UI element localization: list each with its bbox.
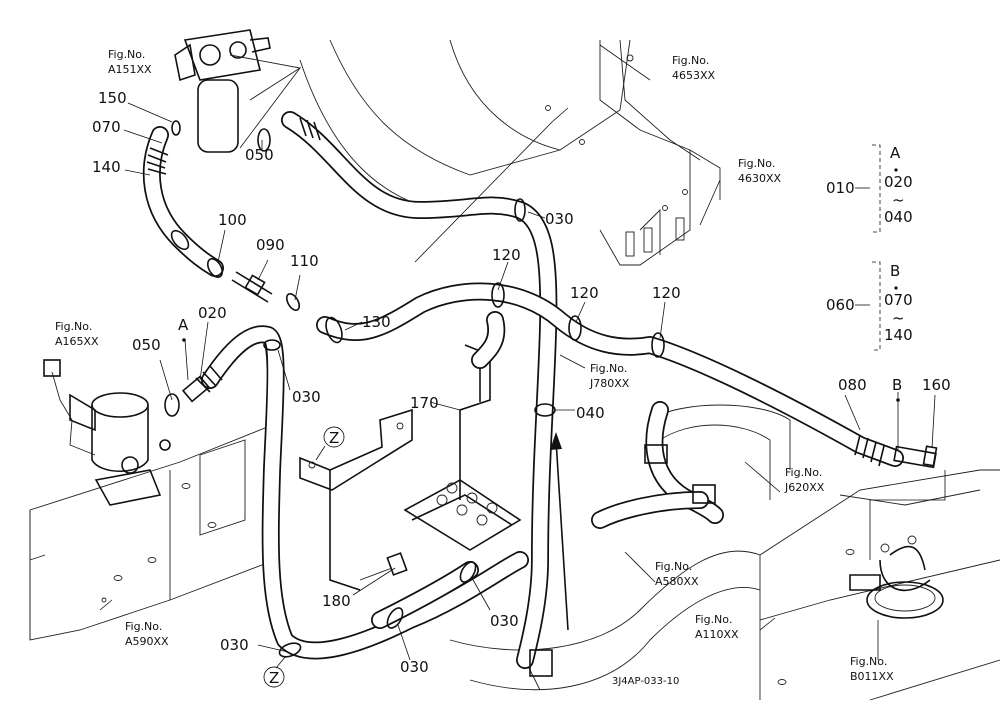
group-a-letter: A xyxy=(890,144,901,162)
callout-B-dot xyxy=(896,398,900,402)
machine-structure xyxy=(29,39,1000,701)
fig-ref-a580-line1: Fig.No. xyxy=(655,560,692,573)
fig-ref-a165-line1: Fig.No. xyxy=(55,320,92,333)
z-marker-upper-label: Z xyxy=(329,429,339,447)
water-separator xyxy=(43,359,171,506)
callout-120-left: 120 xyxy=(492,246,521,264)
callout-030-bottom: 030 xyxy=(400,658,429,676)
callout-110: 110 xyxy=(290,252,319,270)
callout-100: 100 xyxy=(218,211,247,229)
callout-180: 180 xyxy=(322,592,351,610)
callout-140: 140 xyxy=(92,158,121,176)
fig-ref-a110-line2: A110XX xyxy=(695,628,739,641)
fig-ref-a590-line1: Fig.No. xyxy=(125,620,162,633)
fig-ref-4653-line1: Fig.No. xyxy=(672,54,709,67)
callout-030-upper: 030 xyxy=(545,210,574,228)
fig-ref-j620-line2: J620XX xyxy=(784,481,825,494)
flow-arrow xyxy=(550,432,569,631)
callout-090: 090 xyxy=(256,236,285,254)
callout-labels: 150 070 140 050 100 090 110 130 030 120 … xyxy=(92,89,951,676)
fig-ref-a590-line2: A590XX xyxy=(125,635,169,648)
fig-ref-a580-line2: A580XX xyxy=(655,575,699,588)
fig-ref-4653-line2: 4653XX xyxy=(672,69,716,82)
group-a-to: 040 xyxy=(884,208,913,226)
figure-references: Fig.No. A151XX Fig.No. 4653XX Fig.No. 46… xyxy=(55,48,894,683)
callout-020: 020 xyxy=(198,304,227,322)
sheet-code: 3J4AP-033-10 xyxy=(612,676,679,687)
callout-B: B xyxy=(892,376,902,394)
group-b-letter: B xyxy=(890,262,900,280)
fig-ref-a151-line2: A151XX xyxy=(108,63,152,76)
z-markers: Z Z xyxy=(263,426,345,688)
fig-ref-b011-line2: B011XX xyxy=(850,670,894,683)
callout-170: 170 xyxy=(410,394,439,412)
group-a-dot xyxy=(894,168,898,172)
group-b-from: 070 xyxy=(884,291,913,309)
fig-ref-4630-line1: Fig.No. xyxy=(738,157,775,170)
group-b-dot xyxy=(894,286,898,290)
sender-unit xyxy=(849,535,944,619)
callout-A: A xyxy=(178,316,189,334)
callout-120-middle: 120 xyxy=(570,284,599,302)
callout-130: 130 xyxy=(362,313,391,331)
fig-ref-a110-line1: Fig.No. xyxy=(695,613,732,626)
fig-ref-4630-line2: 4630XX xyxy=(738,172,782,185)
callout-040: 040 xyxy=(576,404,605,422)
fig-ref-a151-line1: Fig.No. xyxy=(108,48,145,61)
fig-ref-j620-line1: Fig.No. xyxy=(785,466,822,479)
clamps-and-fittings xyxy=(146,117,938,677)
bracket-170 xyxy=(299,344,522,591)
hoses xyxy=(142,111,904,669)
callout-080: 080 xyxy=(838,376,867,394)
fig-ref-j780-line1: Fig.No. xyxy=(590,362,627,375)
callout-160: 160 xyxy=(922,376,951,394)
callout-030-left: 030 xyxy=(292,388,321,406)
callout-150: 150 xyxy=(98,89,127,107)
group-a-parent: 010 xyxy=(826,179,855,197)
callout-050-lower: 050 xyxy=(132,336,161,354)
z-marker-lower xyxy=(263,666,285,688)
z-marker-upper xyxy=(323,426,345,448)
group-legend: 010 A 020 ~ 040 060 B 070 ~ 140 xyxy=(826,144,913,344)
callout-120-right: 120 xyxy=(652,284,681,302)
group-a-tilde: ~ xyxy=(892,191,905,209)
leader-lines xyxy=(99,44,946,669)
group-b-parent: 060 xyxy=(826,296,855,314)
group-a-from: 020 xyxy=(884,173,913,191)
callout-030-right: 030 xyxy=(490,612,519,630)
fuel-filter xyxy=(174,29,302,153)
fig-ref-j780-line2: J780XX xyxy=(589,377,630,390)
group-b-to: 140 xyxy=(884,326,913,344)
group-b-tilde: ~ xyxy=(892,309,905,327)
callout-050-upper: 050 xyxy=(245,146,274,164)
group-brackets xyxy=(855,144,881,351)
callout-030-lower-left: 030 xyxy=(220,636,249,654)
fig-ref-a165-line2: A165XX xyxy=(55,335,99,348)
callout-070: 070 xyxy=(92,118,121,136)
fig-ref-b011-line1: Fig.No. xyxy=(850,655,887,668)
callout-A-dot xyxy=(182,338,186,342)
z-marker-lower-label: Z xyxy=(269,669,279,687)
